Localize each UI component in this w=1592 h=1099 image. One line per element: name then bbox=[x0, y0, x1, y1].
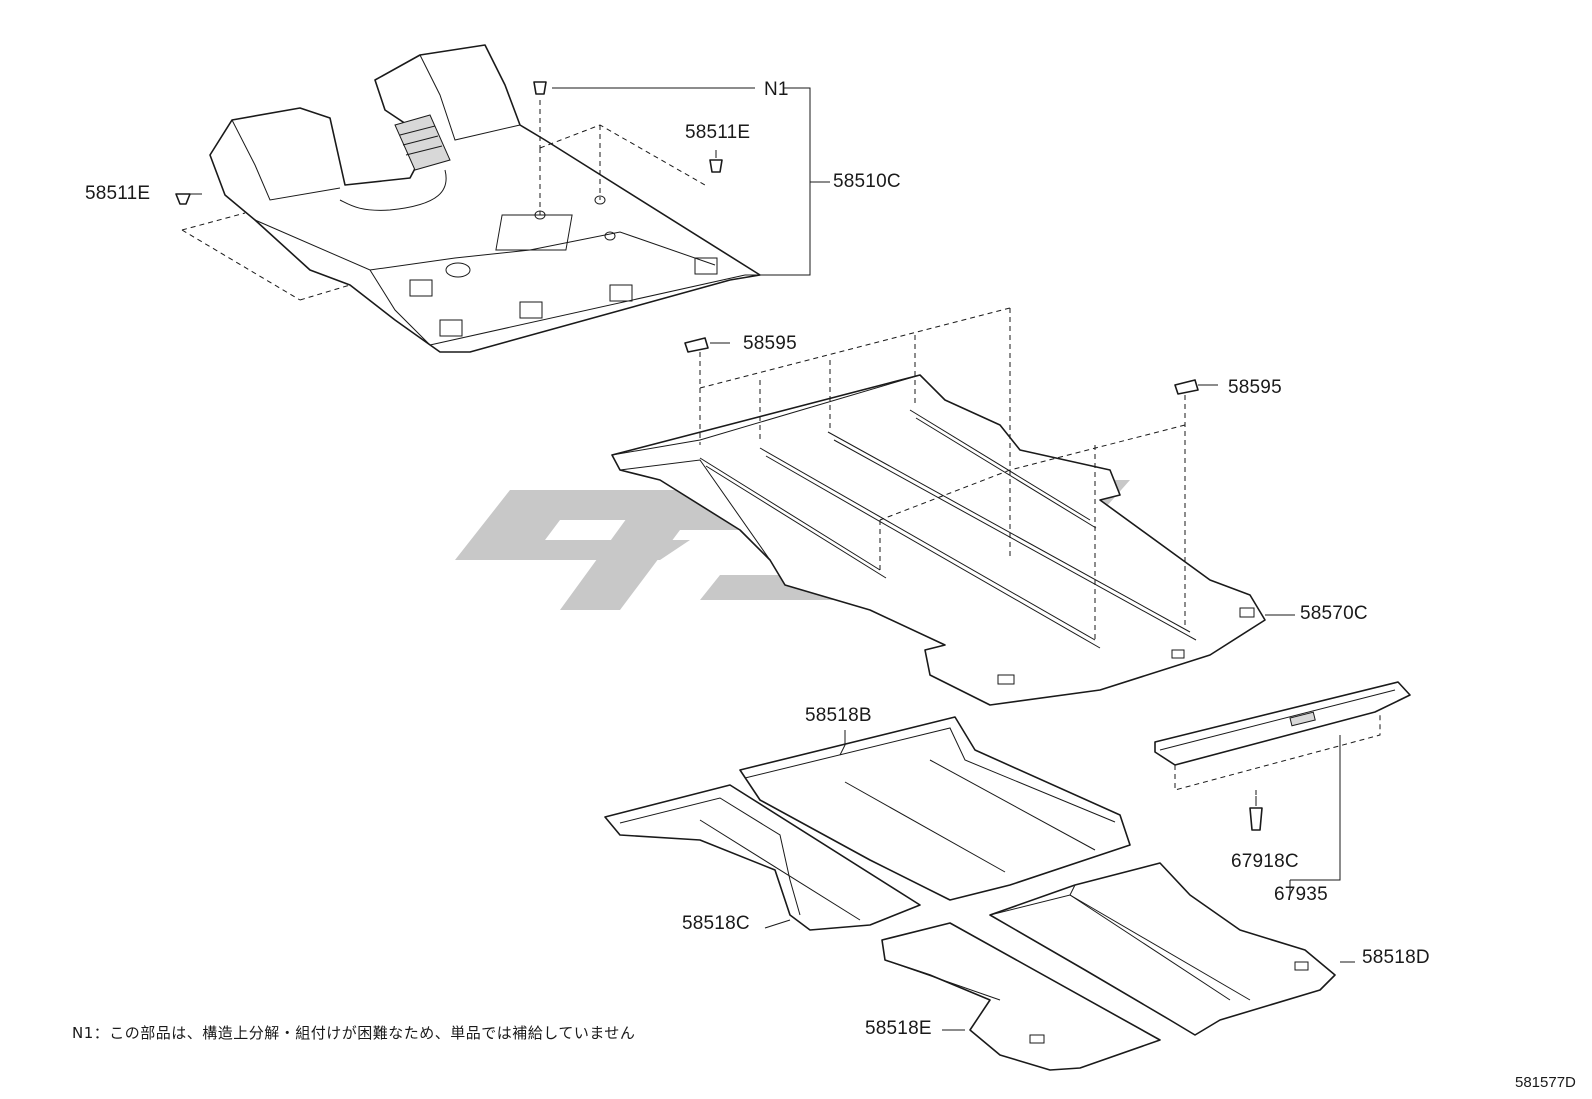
floor-board-58570C bbox=[611, 374, 1266, 706]
footnote-n1: N1：この部品は、構造上分解・組付けが困難なため、単品では補給していません bbox=[72, 1024, 636, 1042]
label-58518C: 58518C bbox=[682, 913, 750, 934]
clip-58511E-left bbox=[175, 193, 202, 205]
label-58511E-left: 58511E bbox=[85, 183, 151, 204]
label-67918C: 67918C bbox=[1231, 851, 1299, 872]
scuff-plate-67935 bbox=[1154, 681, 1411, 766]
label-58595-right: 58595 bbox=[1228, 377, 1282, 398]
mat-58518B bbox=[739, 716, 1131, 901]
mat-58518E bbox=[881, 922, 1161, 1071]
label-58570C: 58570C bbox=[1300, 603, 1368, 624]
label-58518E: 58518E bbox=[865, 1018, 932, 1039]
mat-58518D bbox=[989, 862, 1336, 1036]
label-58595-left: 58595 bbox=[743, 333, 797, 354]
label-58510C: 58510C bbox=[833, 171, 901, 192]
label-58511E-right: 58511E bbox=[685, 122, 751, 143]
label-n1: N1 bbox=[764, 79, 789, 100]
label-58518D: 58518D bbox=[1362, 947, 1430, 968]
front-floor-carpet-58510C bbox=[209, 44, 761, 353]
label-58518B: 58518B bbox=[805, 705, 872, 726]
label-67935: 67935 bbox=[1274, 884, 1328, 905]
clip-58595-left bbox=[684, 337, 730, 353]
figure-id: 581577D bbox=[1515, 1074, 1576, 1091]
clip-58511E-right bbox=[709, 150, 723, 173]
clip-58595-right bbox=[1174, 379, 1218, 395]
mat-58518C bbox=[604, 784, 921, 931]
clip-N1 bbox=[533, 81, 547, 95]
